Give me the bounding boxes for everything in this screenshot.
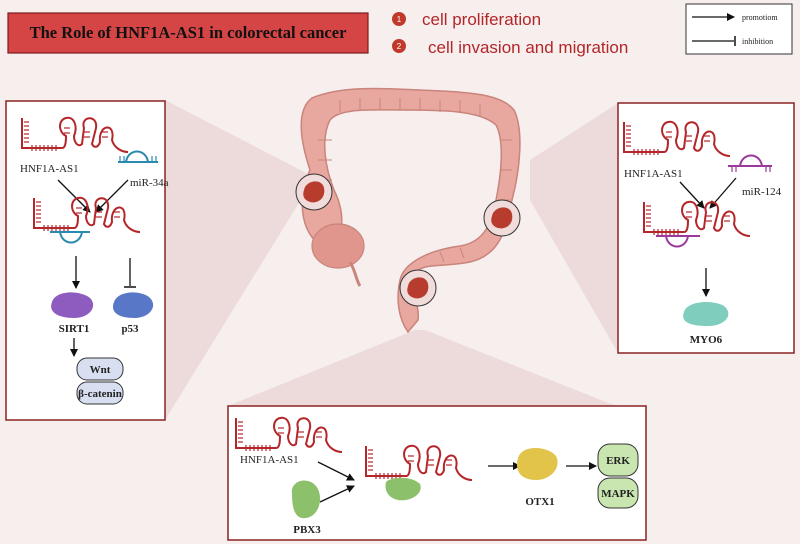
point-2-text: cell invasion and migration <box>428 38 628 57</box>
mirna-label: miR-34a <box>130 177 169 189</box>
point-1-number: 1 <box>397 15 402 24</box>
erk-box <box>597 443 639 477</box>
p53-label: p53 <box>121 323 139 335</box>
pbx3-protein-icon <box>291 480 321 519</box>
wnt-box <box>76 357 124 381</box>
legend-promotion-label: promotiom <box>742 13 778 22</box>
mirna-icon <box>118 150 158 163</box>
myo6-protein-icon <box>683 302 729 326</box>
beta-catenin-box <box>76 381 124 405</box>
page-title: The Role of HNF1A-AS1 in colorectal canc… <box>30 23 347 42</box>
panel-left: HNF1A-AS1 miR-34a SIRT1 p53 Wnt β-cateni… <box>5 100 169 421</box>
beta-catenin-label: β-catenin <box>78 388 122 400</box>
sirt1-protein-icon <box>51 292 94 318</box>
otx1-protein-icon <box>516 448 558 480</box>
sirt1-label: SIRT1 <box>59 323 90 335</box>
title-box <box>7 12 369 54</box>
mapk-label: MAPK <box>601 488 635 500</box>
myo6-label: MYO6 <box>690 334 723 346</box>
mapk-box <box>597 477 639 509</box>
point-2-number: 2 <box>397 42 402 51</box>
colon-illustration-icon <box>295 87 521 334</box>
lncrna-label: HNF1A-AS1 <box>240 454 299 466</box>
p53-protein-icon <box>112 292 154 318</box>
wnt-label: Wnt <box>90 364 111 376</box>
point-1-text: cell proliferation <box>422 10 541 29</box>
point-2-bullet <box>392 39 406 53</box>
erk-label: ERK <box>606 455 630 467</box>
legend: promotiom inhibition <box>685 3 793 55</box>
pbx3-label: PBX3 <box>293 524 321 536</box>
lncrna-label: HNF1A-AS1 <box>624 168 683 180</box>
otx1-label: OTX1 <box>525 496 554 508</box>
legend-inhibition-label: inhibition <box>742 37 773 46</box>
panel-bottom: HNF1A-AS1 PBX3 OTX1 ERK MAPK <box>227 405 647 541</box>
panel-right: HNF1A-AS1 miR-124 MYO6 <box>617 102 795 354</box>
point-1-bullet <box>392 12 406 26</box>
lncrna-label: HNF1A-AS1 <box>20 163 79 175</box>
mirna-label: miR-124 <box>742 186 782 198</box>
mirna-icon <box>728 154 772 167</box>
